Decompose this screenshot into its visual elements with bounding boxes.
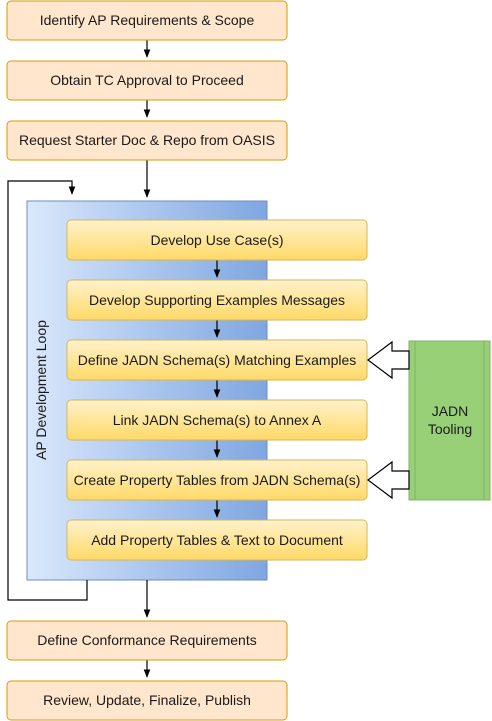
step-label: Develop Supporting Examples Messages	[89, 292, 345, 308]
step-label: Request Starter Doc & Repo from OASIS	[19, 132, 275, 148]
step-define-jadn-schemas[interactable]: Define JADN Schema(s) Matching Examples	[66, 339, 368, 381]
jadn-tooling-box[interactable]: JADN Tooling	[408, 340, 491, 501]
step-create-property-tables[interactable]: Create Property Tables from JADN Schema(…	[66, 459, 368, 501]
connectors	[143, 40, 221, 678]
step-label: Link JADN Schema(s) to Annex A	[113, 412, 322, 428]
step-label: Develop Use Case(s)	[150, 232, 283, 248]
step-develop-use-cases[interactable]: Develop Use Case(s)	[66, 219, 368, 261]
loop-label: AP Development Loop	[33, 320, 49, 460]
loop-back-connector	[7, 180, 88, 601]
tooling-arrow-to-define-schemas	[367, 340, 410, 380]
step-review-publish[interactable]: Review, Update, Finalize, Publish	[6, 680, 288, 721]
tooling-arrow-to-create-tables	[367, 460, 410, 500]
step-add-tables-text[interactable]: Add Property Tables & Text to Document	[66, 519, 368, 561]
step-define-conformance[interactable]: Define Conformance Requirements	[6, 620, 288, 661]
step-identify-requirements[interactable]: Identify AP Requirements & Scope	[6, 0, 288, 41]
step-label: Review, Update, Finalize, Publish	[43, 692, 251, 708]
step-label: Define JADN Schema(s) Matching Examples	[78, 352, 357, 368]
step-obtain-tc-approval[interactable]: Obtain TC Approval to Proceed	[6, 60, 288, 101]
step-link-jadn-annex[interactable]: Link JADN Schema(s) to Annex A	[66, 399, 368, 441]
step-label: Define Conformance Requirements	[37, 632, 256, 648]
step-label: Add Property Tables & Text to Document	[91, 532, 343, 548]
tooling-label-line2: Tooling	[428, 421, 472, 437]
step-label: Obtain TC Approval to Proceed	[50, 72, 244, 88]
loop-container	[26, 200, 268, 581]
step-request-starter-doc[interactable]: Request Starter Doc & Repo from OASIS	[6, 120, 288, 161]
step-label: Create Property Tables from JADN Schema(…	[74, 472, 361, 488]
tooling-label-line1: JADN	[432, 403, 469, 419]
step-develop-examples[interactable]: Develop Supporting Examples Messages	[66, 279, 368, 321]
step-label: Identify AP Requirements & Scope	[40, 12, 255, 28]
